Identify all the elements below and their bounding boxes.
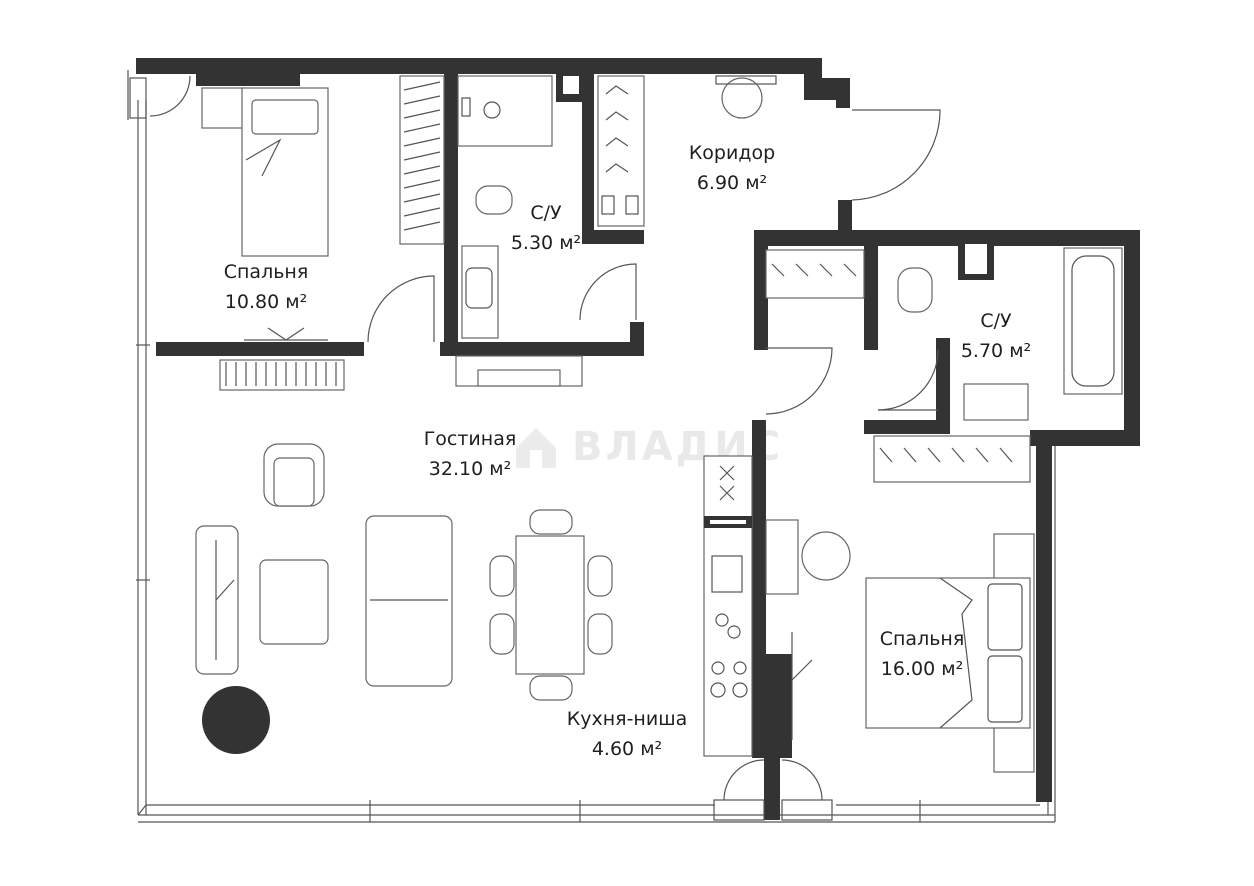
desk xyxy=(765,519,799,595)
room-label-bedroom-large: Спальня 16.00 м² xyxy=(880,628,965,680)
corridor-wardrobe xyxy=(597,75,645,227)
room-area: 6.90 м² xyxy=(697,172,767,194)
wardrobe-2 xyxy=(765,249,865,299)
room-name: Спальня xyxy=(880,628,965,650)
bathroom-1-fixtures xyxy=(455,75,637,387)
large-bedroom-furniture xyxy=(765,519,1035,773)
room-label-corridor: Коридор 6.90 м² xyxy=(689,142,775,194)
walls xyxy=(136,58,1140,820)
living-room-furniture xyxy=(195,443,613,754)
round-plant xyxy=(202,686,270,754)
room-area: 5.70 м² xyxy=(961,340,1031,362)
sofa xyxy=(365,515,453,687)
small-bedroom-furniture xyxy=(149,75,445,391)
double-bed xyxy=(865,577,1031,729)
room-name: С/У xyxy=(980,310,1012,332)
coffee-table xyxy=(259,559,329,645)
sideboard xyxy=(195,525,239,675)
toilet-2 xyxy=(897,267,933,313)
shower xyxy=(457,75,553,147)
room-area: 16.00 м² xyxy=(881,658,963,680)
room-name: Коридор xyxy=(689,142,775,164)
kitchen-fixtures xyxy=(703,455,833,821)
toilet xyxy=(475,185,513,215)
bathtub xyxy=(1063,247,1123,395)
room-name: С/У xyxy=(530,202,562,224)
room-label-kitchen-niche: Кухня-ниша 4.60 м² xyxy=(567,708,688,760)
room-area: 4.60 м² xyxy=(592,738,662,760)
radiator xyxy=(219,359,345,391)
room-name: Кухня-ниша xyxy=(567,708,688,730)
house-logo-icon xyxy=(516,428,556,468)
room-name: Гостиная xyxy=(424,428,517,450)
corridor-fixtures xyxy=(597,75,941,227)
room-labels: Спальня 10.80 м² С/У 5.30 м² Коридор 6.9… xyxy=(224,142,1031,760)
washbasin-2 xyxy=(963,383,1029,421)
kitchen-counter xyxy=(703,455,753,757)
pouf xyxy=(801,531,851,581)
room-label-bathroom-1: С/У 5.30 м² xyxy=(511,202,581,254)
bathroom-2-fixtures xyxy=(765,247,1123,483)
room-name: Спальня xyxy=(224,261,309,283)
room-label-bedroom-small: Спальня 10.80 м² xyxy=(224,261,309,313)
room-area: 10.80 м² xyxy=(225,291,307,313)
room-area: 32.10 м² xyxy=(429,458,511,480)
dining-table xyxy=(515,535,585,675)
stool xyxy=(721,77,763,119)
room-label-bathroom-2: С/У 5.70 м² xyxy=(961,310,1031,362)
room-label-living-room: Гостиная 32.10 м² xyxy=(424,428,517,480)
room-area: 5.30 м² xyxy=(511,232,581,254)
